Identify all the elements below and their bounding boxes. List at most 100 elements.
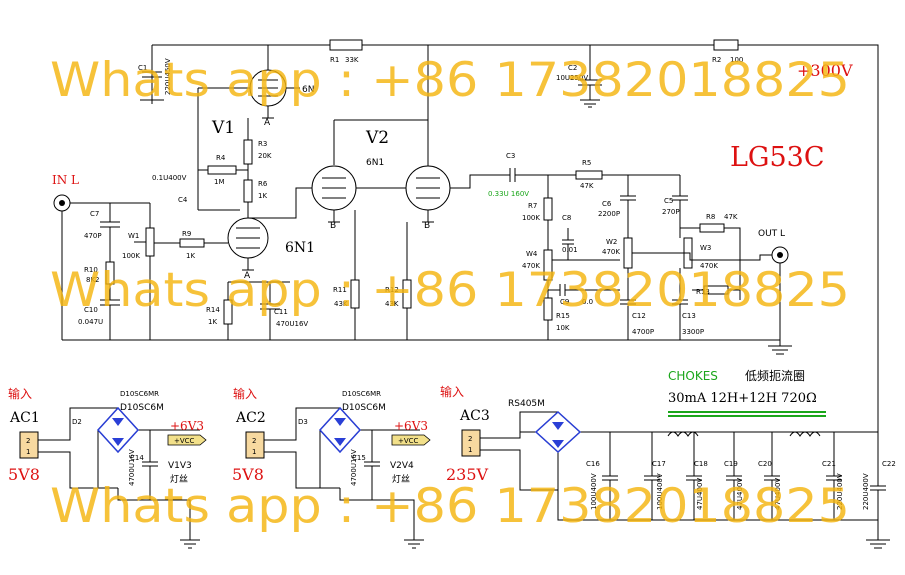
d3-label: D3 [298, 418, 308, 426]
c20-label: C20 [758, 460, 772, 468]
c19-label: C19 [724, 460, 738, 468]
c8-value: 0.01 [562, 246, 578, 254]
c5-label: C5 [664, 197, 673, 205]
output-jack[interactable]: OUT L [758, 229, 789, 264]
ac1-voltage: 5V8 [8, 465, 40, 484]
r4-label: R4 [216, 154, 226, 162]
ac2-voltage: 5V8 [232, 465, 264, 484]
r7-label: R7 [528, 202, 537, 210]
r1-label: R1 [330, 56, 339, 64]
r2-value: 100 [730, 56, 743, 64]
r8-resistor: R8 47K [680, 213, 741, 300]
c14-value: 4700U16V [128, 449, 136, 486]
r4-value: 1M [214, 178, 225, 186]
r5-label: R5 [582, 159, 591, 167]
r9-value: 1K [186, 252, 195, 260]
c6-label: C6 [602, 200, 612, 208]
c16-label: C16 [586, 460, 600, 468]
r10-label: R10 [84, 266, 98, 274]
c20-value: 47U400V [774, 478, 782, 510]
c18-value: 47U400V [696, 478, 704, 510]
tube-top-grid: A [264, 118, 271, 128]
w3-label: W3 [700, 244, 711, 252]
tube-v1-type: 6N1 [285, 240, 315, 256]
r8-label: R8 [706, 213, 715, 221]
r12-label: R12 [385, 286, 399, 294]
c13-value: 3300P [682, 328, 704, 336]
watermark-bottom: Whats app : +86 17382018825 [50, 479, 850, 534]
w4-pot: W4 470K [522, 249, 553, 298]
ac2-label: AC2 [235, 410, 266, 426]
input-jack[interactable]: IN L [52, 173, 79, 212]
w4-label: W4 [526, 250, 538, 258]
r14-label: R14 [206, 306, 220, 314]
choke-spec: 30mA 12H+12H 720Ω [668, 391, 817, 406]
watermark-top: Whats app : +86 17382018825 [50, 53, 850, 108]
power-block-2: 输入 AC2 2 1 5V8 D3 D10SC6MR D10SC6M C15 4… [232, 386, 431, 549]
heater-2-cn: 灯丝 [392, 473, 410, 485]
input-label: IN L [52, 173, 79, 187]
c10-value: 0.047U [78, 318, 103, 326]
v1-label: V1 [211, 118, 235, 138]
r9-label: R9 [182, 230, 191, 238]
r14-value: 1K [208, 318, 217, 326]
r12-value: 43K [385, 300, 399, 308]
input-network: C7 470P W1 100K R9 1K R10 8K2 C10 0.047U [78, 202, 228, 340]
w1-label: W1 [128, 232, 139, 240]
c11-label: C11 [274, 308, 288, 316]
r7-value: 100K [522, 214, 540, 222]
input-1-label: 输入 [8, 386, 32, 401]
w1-value: 100K [122, 252, 140, 260]
c22-value: 220U400V [862, 473, 870, 510]
v2-type: 6N1 [366, 158, 384, 168]
output-label: OUT L [758, 229, 785, 239]
power-block-3: 输入 AC3 2 1 235V RS405M CHOKES 低频扼流圈 30mA… [440, 368, 896, 549]
c15-value: 4700U16V [350, 449, 358, 486]
c2-label: C2 [568, 64, 577, 72]
plus6v3-2: +6V3 [394, 419, 428, 433]
v2-label: V2 [365, 128, 389, 148]
c19-value: 47U400V [736, 478, 744, 510]
r6-label: R6 [258, 180, 268, 188]
ac3-label: AC3 [459, 408, 490, 424]
heater-1: V1V3 [168, 461, 192, 471]
r15-value: 10K [556, 324, 570, 332]
r13-label: R13 [696, 288, 710, 296]
ac2-connector[interactable] [245, 431, 265, 459]
c21-label: C21 [822, 460, 836, 468]
ac1-connector[interactable] [19, 431, 39, 459]
plus6v3-1: +6V3 [170, 419, 204, 433]
watermark-middle: Whats app : +86 17382018825 [50, 263, 850, 318]
r7-resistor: R7 100K [522, 175, 553, 250]
ac1-pin1: 1 [26, 448, 30, 456]
input-3-label: 输入 [440, 384, 464, 399]
c13-label: C13 [682, 312, 696, 320]
c16-value: 100U400V [590, 473, 598, 510]
c18-label: C18 [694, 460, 708, 468]
c22-label: C22 [882, 460, 896, 468]
tube-v2a-grid: B [330, 221, 336, 231]
r11-value: 43K [334, 300, 348, 308]
c11-value: 470U16V [276, 320, 308, 328]
ac3-connector[interactable] [461, 429, 481, 457]
r15-resistor: R15 10K [543, 297, 570, 340]
vcc-2: +VCC [398, 437, 419, 445]
heater-2: V2V4 [390, 461, 414, 471]
c17-value: 100U400V [656, 473, 664, 510]
chokes-label: CHOKES [668, 369, 718, 383]
c5-value: 270P [662, 208, 680, 216]
r11-label: R11 [333, 286, 347, 294]
ac3-pin2: 2 [468, 435, 472, 443]
c6-w2: C6 2200P W2 470K C12 4700P [598, 175, 654, 340]
heater-1-cn: 灯丝 [170, 473, 188, 485]
ac3-voltage: 235V [446, 465, 489, 484]
c17-label: C17 [652, 460, 666, 468]
r11-r12: R11 43K R12 43K [300, 210, 780, 341]
c14-label: C14 [130, 454, 144, 462]
cathode-network: R14 1K C11 470U16V [206, 281, 308, 340]
c3-capacitor: C3 0.33U 160V [488, 152, 576, 198]
r13-resistor: R13 [692, 285, 740, 296]
model-title: LG53C [730, 142, 825, 173]
r3-r6-chain: R3 20K R6 1K [243, 118, 272, 218]
